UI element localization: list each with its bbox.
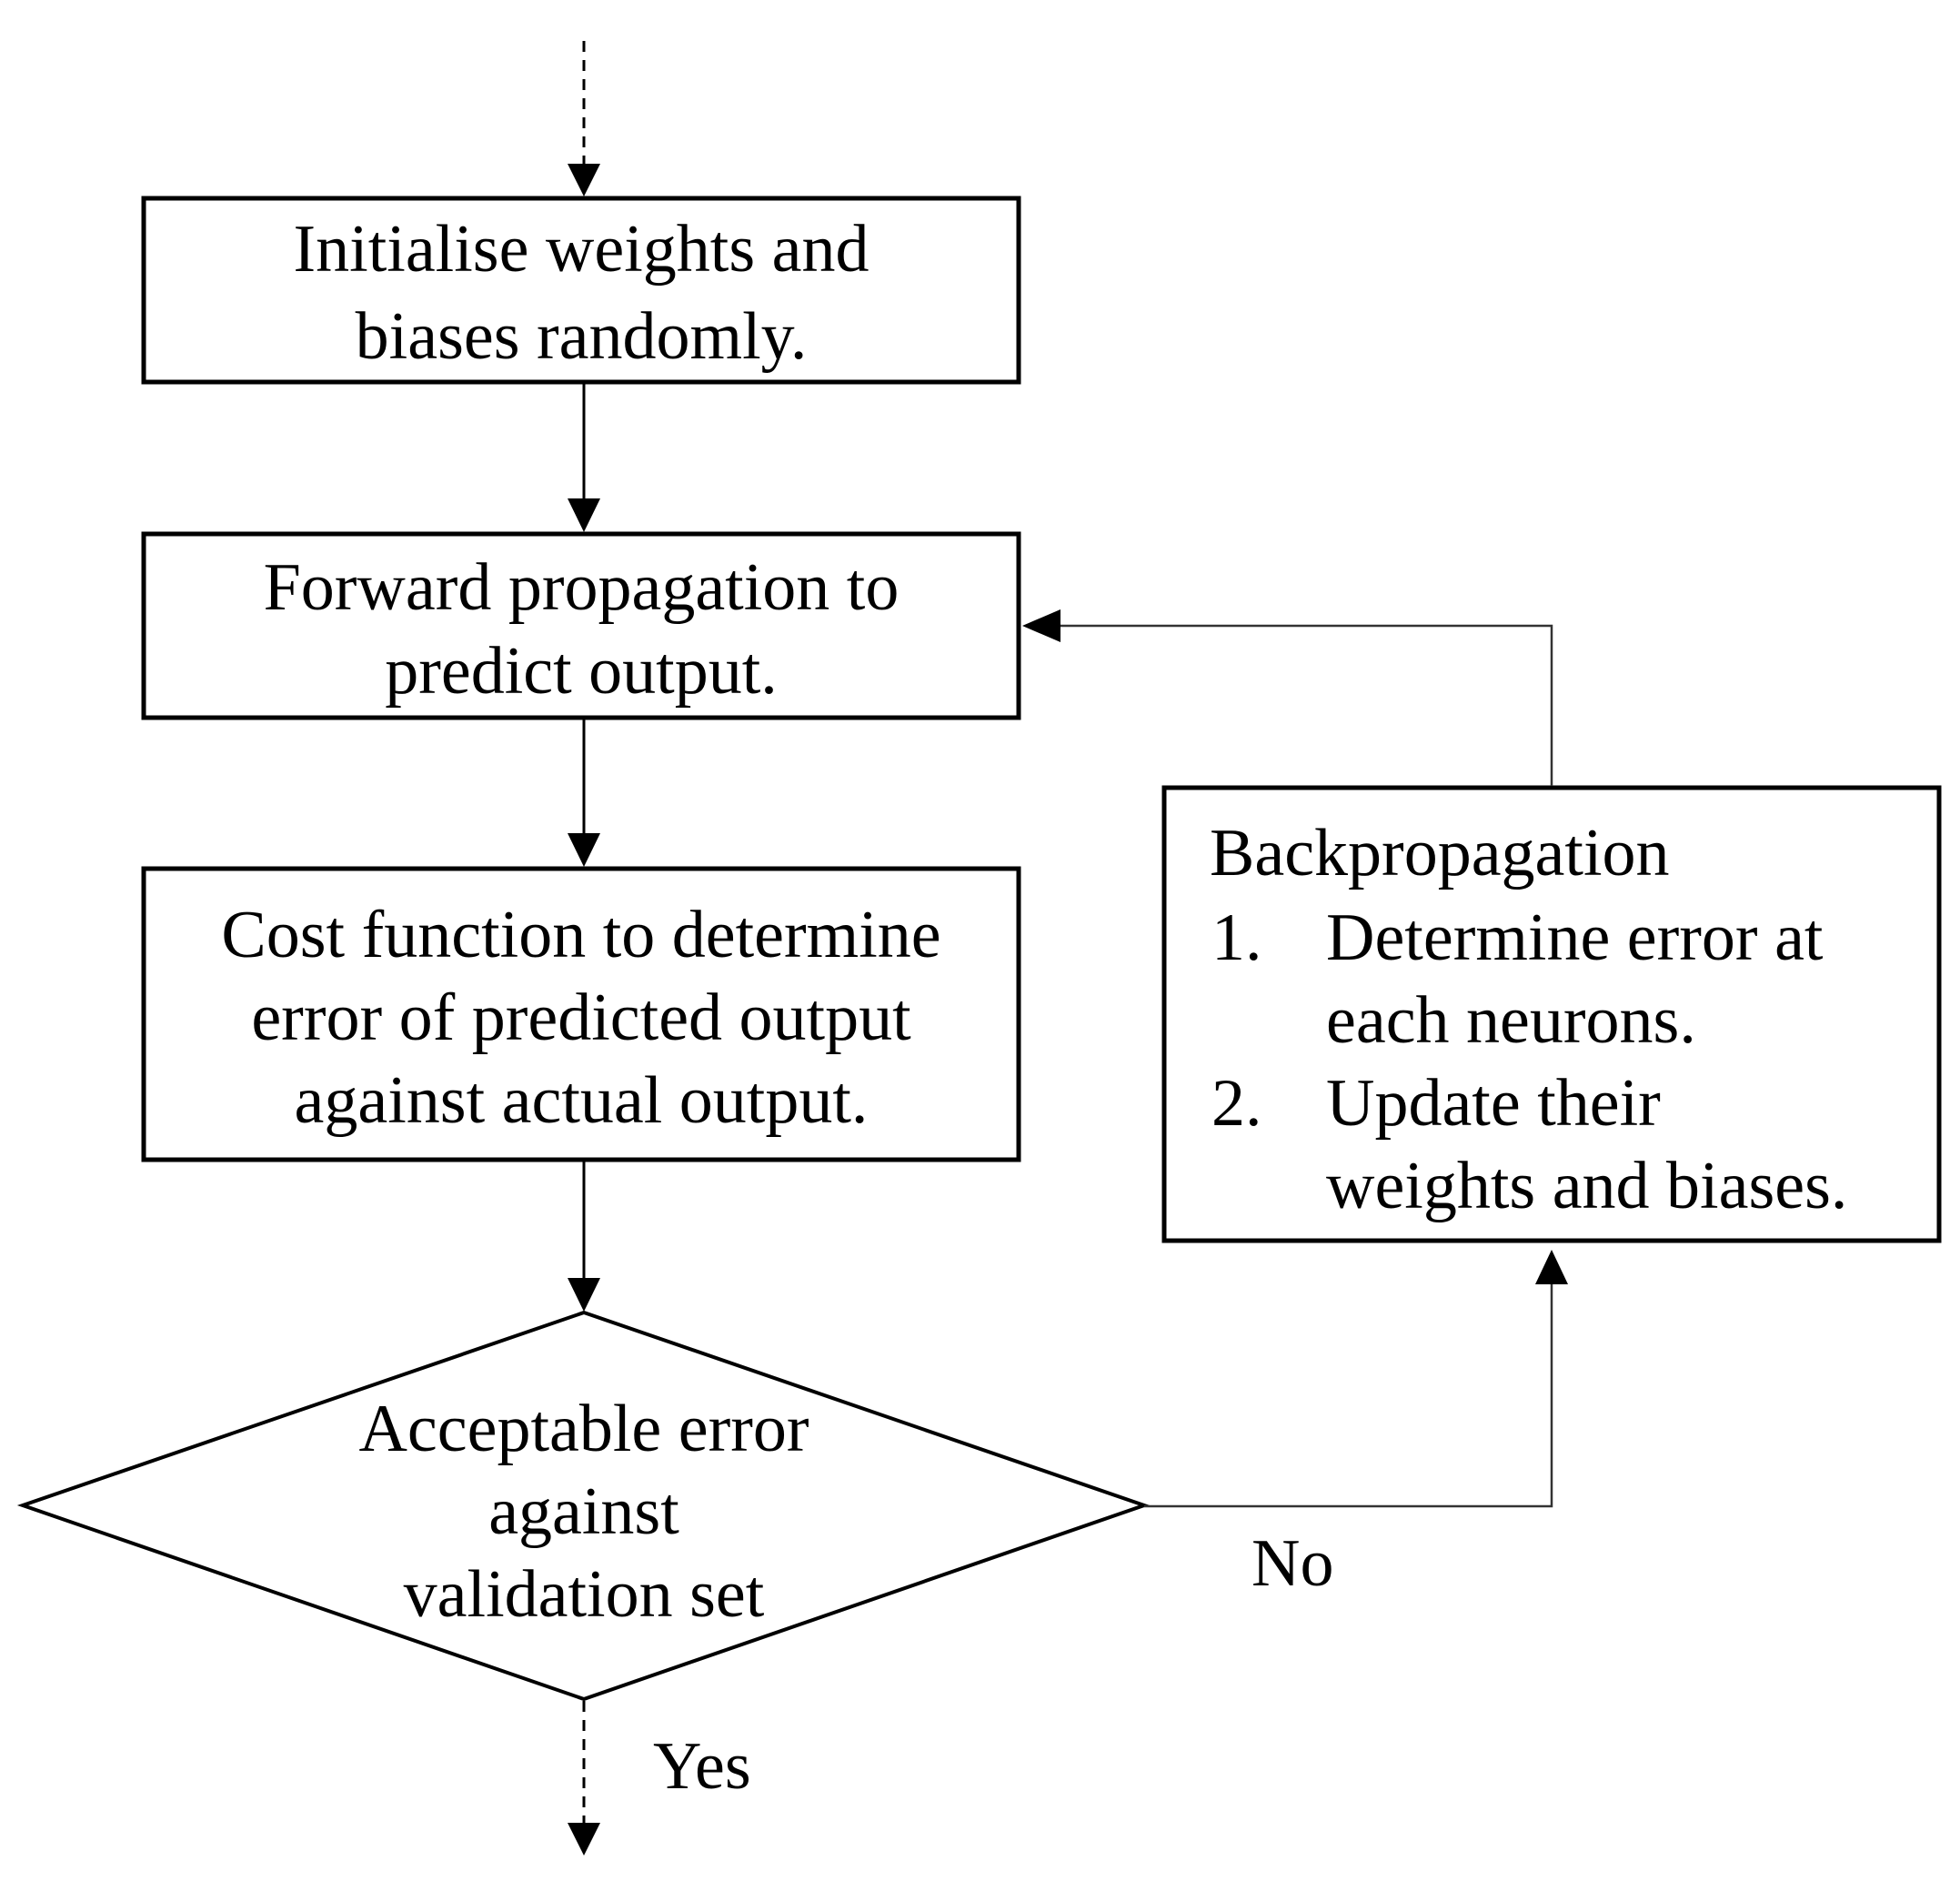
arrow-cost-to-decision-head [568, 1278, 600, 1312]
edge-label-yes: Yes [653, 1729, 751, 1804]
backprop-step-1-line-2: each neurons. [1326, 983, 1696, 1058]
node-initialise-line-1: Initialise weights and [294, 212, 869, 287]
node-cost-line-1: Cost function to determine [221, 898, 940, 972]
exit-yes-arrowhead [568, 1823, 600, 1856]
arrow-decision-to-backprop [1144, 1250, 1568, 1508]
arrow-forward-to-cost [568, 719, 600, 867]
arrow-backprop-to-forward [1022, 609, 1553, 786]
node-initialise-box [141, 196, 1021, 385]
node-forward: Forward propagation to predict output. [141, 531, 1021, 720]
backprop-step-2-line-2: weights and biases. [1326, 1149, 1847, 1223]
edge-label-no: No [1251, 1526, 1333, 1601]
node-decision-line-3: validation set [404, 1557, 765, 1632]
arrow-decision-to-backprop-line [1144, 1281, 1553, 1508]
node-decision-diamond [16, 1310, 1151, 1702]
node-decision: Acceptable error against validation set [16, 1310, 1151, 1702]
node-backprop-title: Backpropagation [1210, 816, 1670, 890]
backprop-step-1-number: 1. [1211, 900, 1262, 975]
arrow-decision-to-backprop-head [1535, 1250, 1568, 1284]
arrow-initialise-to-forward-head [568, 498, 600, 532]
node-cost: Cost function to determine error of pred… [141, 866, 1021, 1162]
node-cost-box [141, 866, 1021, 1162]
node-initialise-line-2: biases randomly. [356, 299, 808, 374]
arrow-initialise-to-forward [568, 384, 600, 532]
arrow-forward-to-cost-head [568, 833, 600, 867]
node-decision-line-1: Acceptable error [358, 1392, 809, 1466]
arrow-cost-to-decision [568, 1162, 600, 1312]
backprop-step-1-line-1: Determine error at [1326, 900, 1824, 975]
exit-yes-arrow [568, 1701, 600, 1856]
node-initialise: Initialise weights and biases randomly. [141, 196, 1021, 385]
node-forward-line-1: Forward propagation to [264, 550, 900, 625]
arrow-backprop-to-forward-head [1022, 609, 1060, 642]
arrow-backprop-to-forward-line [1057, 624, 1553, 786]
node-backprop-box [1161, 785, 1942, 1243]
node-cost-line-2: error of predicted output [251, 981, 911, 1055]
entry-arrow [568, 41, 600, 196]
node-cost-line-3: against actual output. [295, 1063, 869, 1138]
backprop-step-2-number: 2. [1211, 1066, 1262, 1141]
entry-arrowhead [568, 164, 600, 196]
node-decision-line-2: against [488, 1474, 679, 1549]
node-forward-box [141, 531, 1021, 720]
backprop-step-2-line-1: Update their [1326, 1066, 1661, 1141]
node-forward-line-2: predict output. [385, 634, 778, 709]
node-backprop: Backpropagation 1. Determine error at ea… [1161, 785, 1942, 1243]
